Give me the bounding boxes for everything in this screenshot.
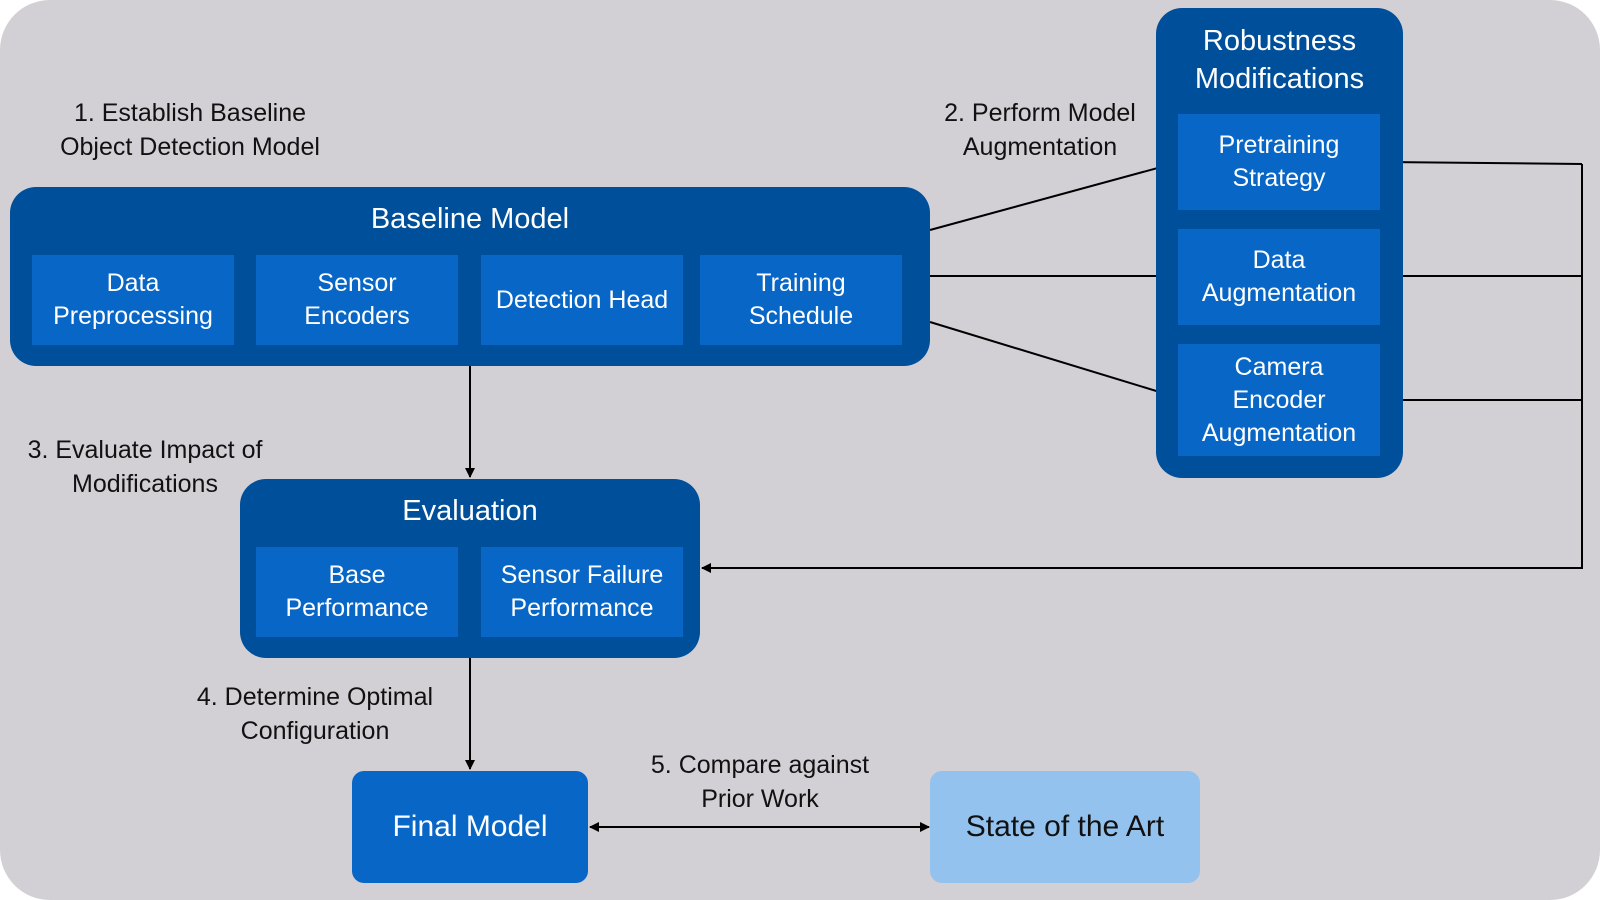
training-schedule-box: Training Schedule	[700, 255, 902, 345]
base-performance-box: Base Performance	[256, 547, 458, 637]
pretraining-strategy-box: Pretraining Strategy	[1178, 114, 1380, 210]
arrow-baseline-to-camera-encoder	[929, 321, 1177, 400]
data-preprocessing-box: Data Preprocessing	[32, 255, 234, 345]
camera-encoder-augmentation-box: Camera Encoder Augmentation	[1178, 344, 1380, 456]
state-of-the-art-box: State of the Art	[930, 771, 1200, 883]
baseline-model-title: Baseline Model	[370, 203, 570, 235]
evaluation-title: Evaluation	[402, 495, 538, 527]
data-augmentation-box: Data Augmentation	[1178, 229, 1380, 325]
step-3-label: 3. Evaluate Impact of Modifications	[27, 436, 263, 498]
arrow-baseline-to-pretraining	[929, 160, 1177, 231]
step-4-label: 4. Determine Optimal Configuration	[196, 683, 434, 745]
robustness-modifications-title: Robustness Modifications	[1194, 25, 1365, 95]
arrow-modifications-to-evaluation	[701, 164, 1583, 573]
robustness-modifications-group: Robustness Modifications Pretraining Str…	[1156, 8, 1403, 478]
step-5-label: 5. Compare against Prior Work	[650, 751, 870, 813]
feedback-line-pretraining	[1379, 161, 1583, 165]
sensor-failure-performance-box: Sensor Failure Performance	[481, 547, 683, 637]
baseline-model-group: Baseline Model Data Preprocessing Sensor…	[10, 187, 930, 366]
evaluation-group: Evaluation Base Performance Sensor Failu…	[240, 479, 700, 658]
final-model-box: Final Model	[352, 771, 588, 883]
step-2-label: 2. Perform Model Augmentation	[944, 99, 1136, 161]
step-1-label: 1. Establish Baseline Object Detection M…	[60, 99, 320, 161]
sensor-encoders-box: Sensor Encoders	[256, 255, 458, 345]
detection-head-box: Detection Head	[481, 255, 683, 345]
